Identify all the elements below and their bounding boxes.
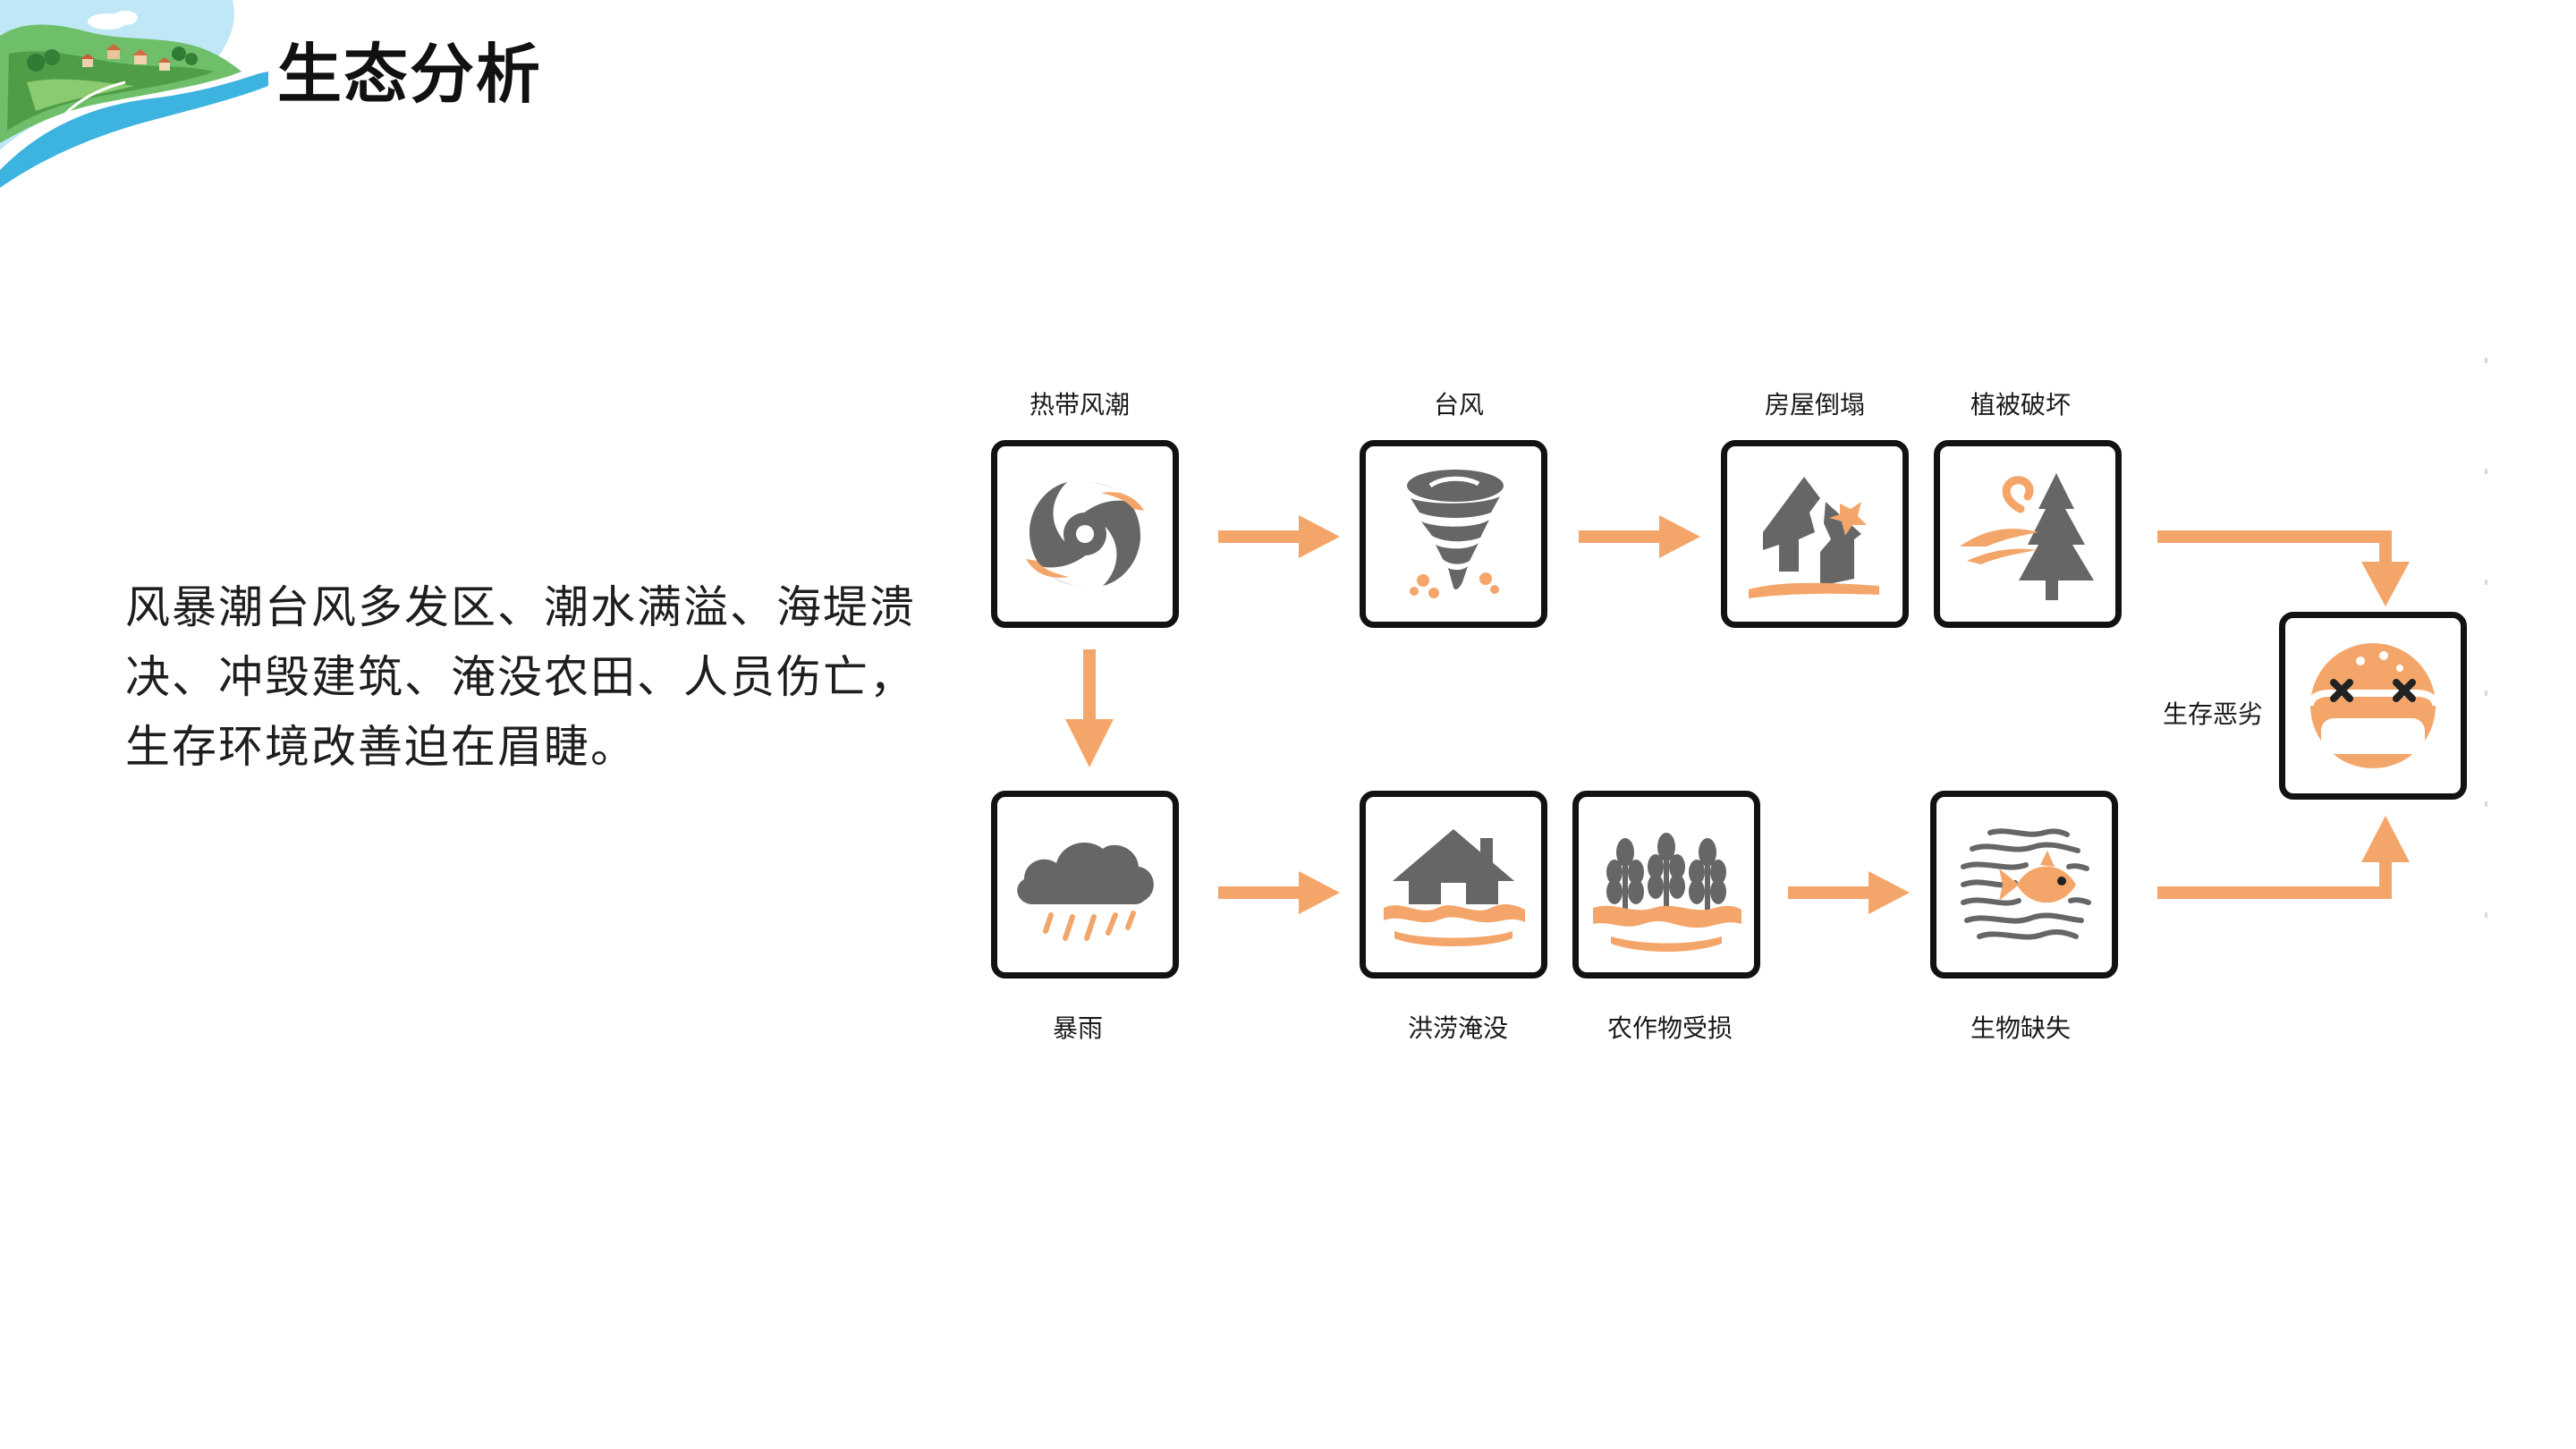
landscape-illustration — [0, 0, 268, 188]
node-crop-damage — [1572, 791, 1760, 979]
damaged-crops-icon — [1593, 833, 1741, 952]
damaged-tree-icon — [1960, 473, 2094, 600]
node-poor-survival — [2279, 612, 2467, 800]
page-title: 生态分析 — [277, 36, 543, 112]
label-rainstorm: 暴雨 — [1052, 1013, 1104, 1043]
collapsed-house-icon — [1749, 477, 1879, 598]
label-flood: 洪涝淹没 — [1407, 1013, 1509, 1043]
label-tropical-storm: 热带风潮 — [1029, 390, 1131, 419]
node-biodiversity-loss — [1930, 791, 2118, 979]
label-poor-survival: 生存恶劣 — [2162, 699, 2263, 729]
node-rainstorm — [991, 791, 1179, 979]
label-house-collapse: 房屋倒塌 — [1764, 390, 1866, 419]
tornado-icon — [1407, 470, 1504, 598]
node-tropical-storm — [991, 440, 1179, 628]
masked-face-icon — [2307, 643, 2439, 768]
description-text: 风暴潮台风多发区、潮水满溢、海堤溃决、冲毁建筑、淹没农田、人员伤亡，生存环境改善… — [125, 581, 916, 773]
edge-ticks — [2485, 358, 2488, 1011]
label-biodiversity-loss: 生物缺失 — [1970, 1013, 2072, 1043]
node-flood — [1360, 791, 1547, 979]
rain-cloud-icon — [1017, 843, 1154, 941]
label-vegetation-damage: 植被破坏 — [1970, 390, 2072, 419]
flooded-house-icon — [1384, 829, 1525, 946]
fish-icon — [1961, 828, 2091, 940]
hurricane-icon — [1026, 482, 1144, 586]
node-vegetation-damage — [1934, 440, 2122, 628]
label-typhoon: 台风 — [1433, 390, 1485, 419]
label-crop-damage: 农作物受损 — [1606, 1013, 1733, 1043]
node-typhoon — [1360, 440, 1547, 628]
node-house-collapse — [1721, 440, 1909, 628]
